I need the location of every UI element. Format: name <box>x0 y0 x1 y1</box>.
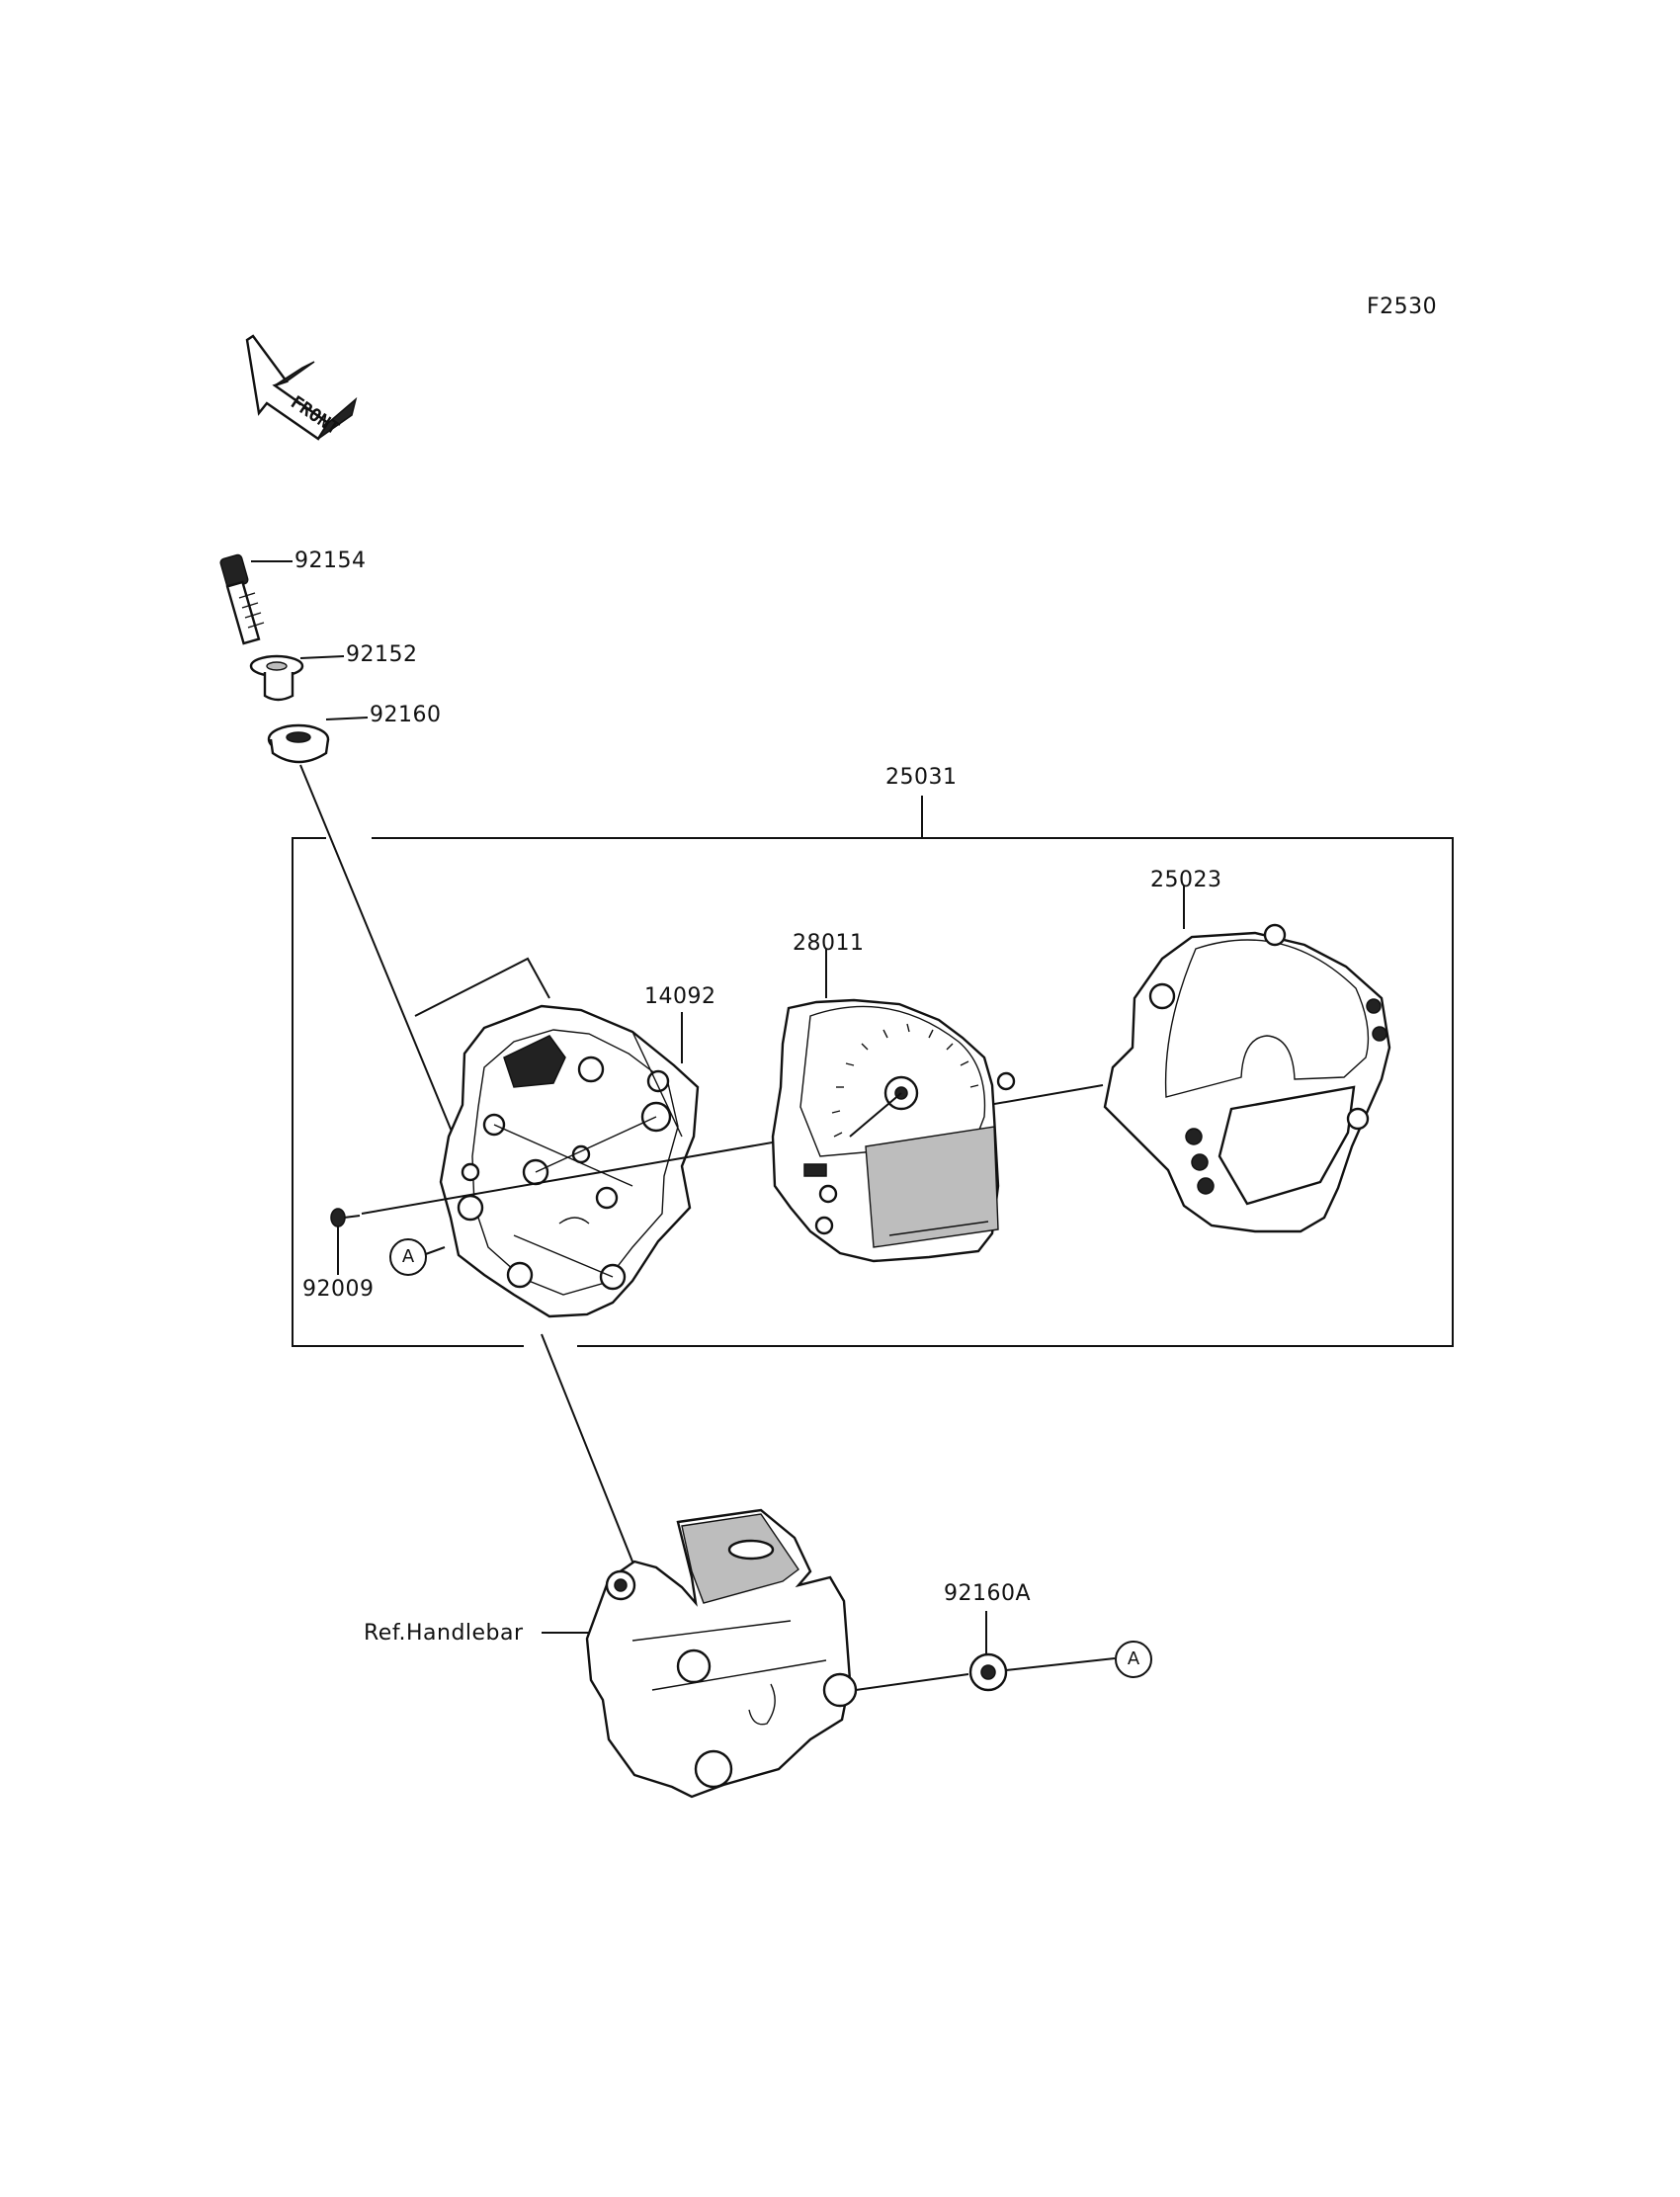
bolt-92154 <box>219 553 293 645</box>
grommet-leader <box>299 764 456 1140</box>
assembly-frame <box>292 796 1454 1347</box>
grommet-92160 <box>267 717 369 764</box>
assembly-label-25031: 25031 <box>885 765 958 790</box>
part-label-92160: 92160 <box>370 703 442 727</box>
grommet-92160A <box>968 1611 1116 1692</box>
collar-92152 <box>249 654 345 702</box>
part-label-92009: 92009 <box>302 1277 375 1302</box>
reference-label-handlebar: Ref.Handlebar <box>364 1621 524 1646</box>
part-label-92152: 92152 <box>346 642 418 667</box>
figure-code: F2530 <box>1367 295 1438 319</box>
meter-unit-28011 <box>771 949 1016 1263</box>
screw-92009 <box>330 1208 361 1275</box>
ref-marker-a-right: A <box>1115 1641 1152 1678</box>
meter-cover-25023 <box>1103 886 1391 1233</box>
part-label-92154: 92154 <box>294 549 367 573</box>
dial-ticks <box>831 1023 979 1138</box>
ref-marker-a-left: A <box>389 1238 427 1276</box>
part-label-14092: 14092 <box>644 984 716 1009</box>
part-label-92160A: 92160A <box>944 1581 1032 1606</box>
meter-case-14092 <box>414 957 700 1318</box>
part-label-25023: 25023 <box>1150 868 1222 892</box>
front-direction-arrow-icon: FRONT <box>245 334 358 441</box>
part-label-28011: 28011 <box>793 931 865 956</box>
handlebar-bracket <box>542 1508 969 1799</box>
